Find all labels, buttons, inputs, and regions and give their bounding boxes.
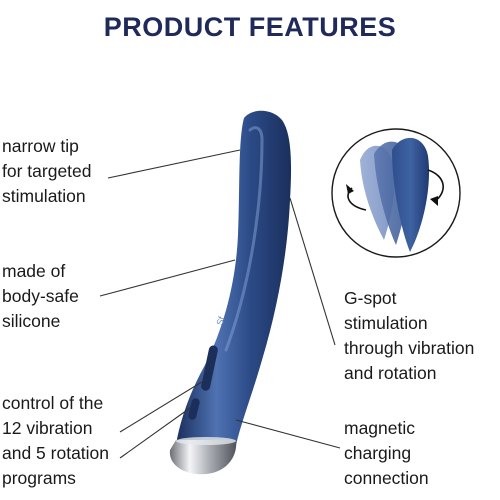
chrome-cap (169, 437, 237, 475)
feature-gspot-stimulation: G-spot stimulation through vibration and… (344, 286, 474, 386)
feature-line: through vibration (344, 338, 475, 358)
callout-lines (99, 149, 341, 459)
callout-line-tip (107, 149, 241, 179)
feature-narrow-tip: narrow tip for targeted stimulation (2, 134, 92, 209)
callout-line-controls-a (119, 379, 206, 433)
button-slot (201, 345, 218, 391)
feature-line: stimulation (2, 186, 86, 206)
feature-line: body-safe (2, 286, 79, 306)
callout-line-gspot (289, 197, 336, 346)
feature-line: stimulation (344, 313, 428, 333)
rotating-tip-icon (331, 128, 461, 258)
feature-line: magnetic (344, 418, 416, 438)
feature-line: charging (344, 443, 412, 463)
button-slot (188, 398, 200, 420)
feature-line: and 5 rotation (2, 443, 110, 463)
feature-body-safe-silicone: made of body-safe silicone (2, 259, 79, 334)
page-title: PRODUCT FEATURES (103, 12, 397, 42)
feature-line: control of the (2, 393, 104, 413)
callout-line-controls-b (119, 407, 191, 459)
feature-line: silicone (2, 311, 61, 331)
feature-magnetic-charging: magnetic charging connection (344, 416, 429, 491)
feature-line: connection (344, 468, 429, 488)
vibrator-body: Sf (176, 110, 292, 445)
feature-line: G-spot (344, 288, 397, 308)
feature-line: made of (2, 261, 66, 281)
callout-line-charging (235, 419, 341, 449)
feature-line: narrow tip (2, 136, 79, 156)
feature-line: programs (2, 468, 76, 488)
feature-line: for targeted (2, 161, 92, 181)
brand-logo: Sf (214, 315, 226, 327)
callout-line-silicone (99, 259, 236, 297)
feature-line: and rotation (344, 363, 437, 383)
feature-control-programs: control of the 12 vibration and 5 rotati… (2, 391, 109, 491)
feature-line: 12 vibration (2, 418, 93, 438)
